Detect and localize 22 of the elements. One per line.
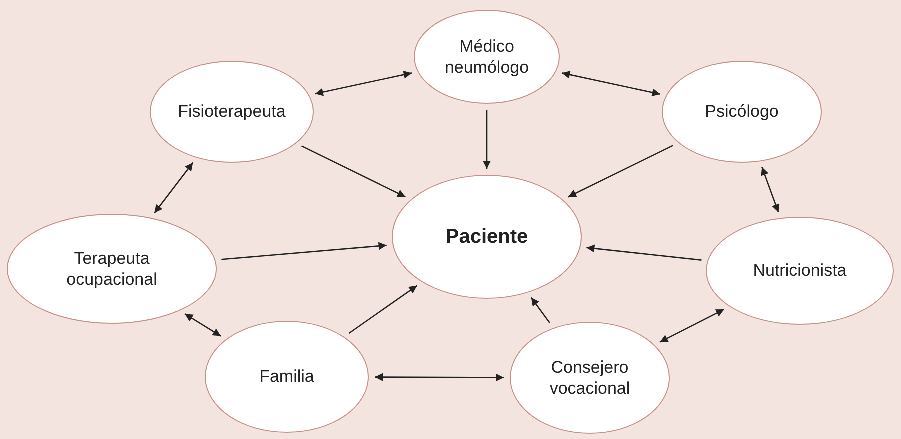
arrow	[483, 110, 491, 169]
arrow	[348, 285, 418, 334]
arrow	[660, 308, 725, 343]
node-label: Médico neumólogo	[444, 36, 530, 78]
node-label: Fisioterapeuta	[178, 101, 286, 123]
arrow	[568, 145, 674, 198]
node-label: Nutricionista	[753, 260, 847, 282]
arrow	[562, 70, 660, 97]
arrow	[315, 70, 412, 96]
arrow	[302, 146, 406, 198]
node-label: Terapeuta ocupacional	[66, 248, 158, 290]
node-label: Psicólogo	[705, 101, 779, 123]
arrow	[222, 242, 387, 260]
node-label: Consejero vocacional	[548, 356, 632, 400]
arrow	[375, 373, 504, 382]
arrow	[154, 162, 194, 214]
node-label: Paciente	[446, 224, 528, 250]
node-label: Familia	[260, 366, 314, 388]
arrow	[530, 297, 551, 324]
arrow	[184, 314, 222, 337]
arrow	[586, 244, 702, 261]
arrow	[761, 167, 780, 213]
